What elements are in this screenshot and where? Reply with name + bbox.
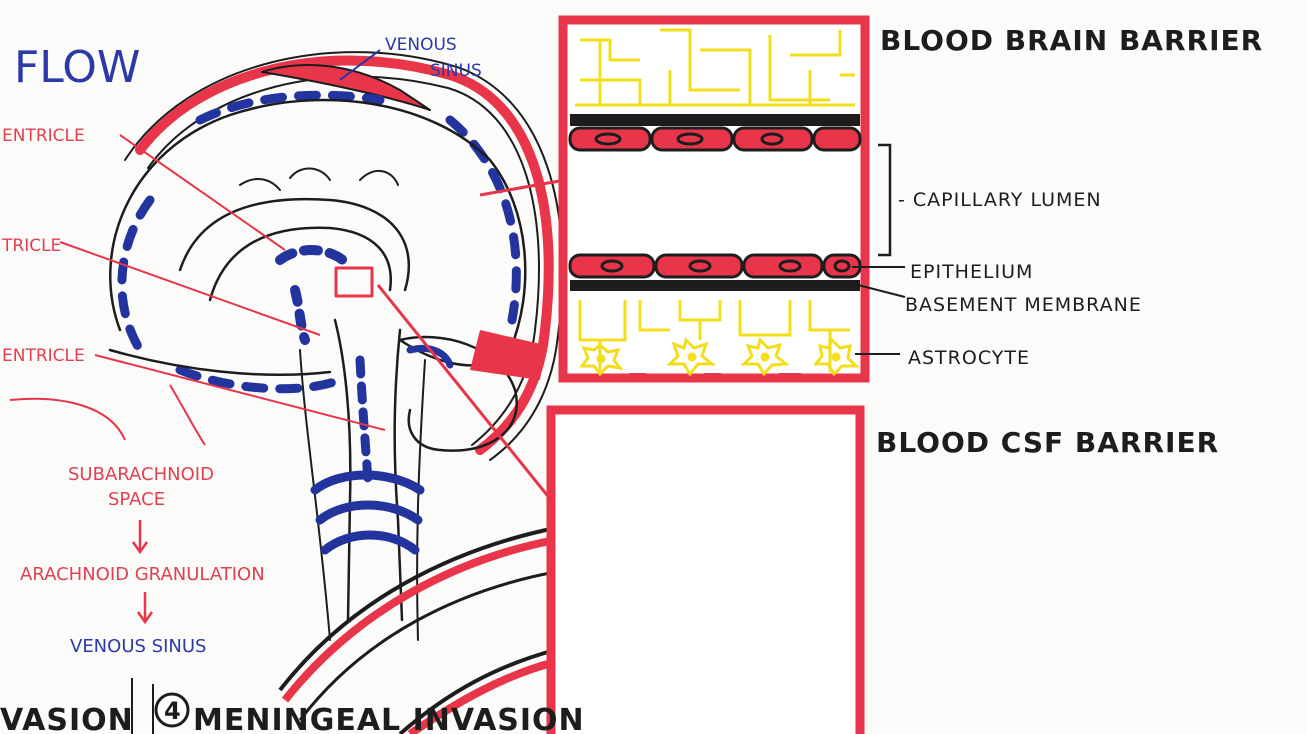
ventricle-label-3: ENTRICLE [2, 346, 85, 366]
step-number-badge: 4 [154, 692, 190, 728]
gyrus-3 [359, 170, 399, 186]
flow-title: FLOW [14, 42, 140, 93]
meningeal-invasion-heading: MENINGEAL INVASION [193, 703, 585, 734]
choroid-plexus-box [334, 266, 374, 298]
occipital-red-band [470, 330, 545, 380]
skull-outline-outer [124, 51, 564, 461]
bbb-label-pointers [852, 266, 906, 355]
brainstem-left [333, 318, 352, 622]
csf-flow-ventricle [275, 245, 350, 267]
csf-spinal-arc-3 [320, 530, 420, 555]
astrocyte-network-bottom [578, 300, 860, 377]
csf-flow-back [445, 115, 521, 325]
flow-arrow-1 [131, 520, 149, 555]
spinal-dura-left [299, 349, 331, 641]
capillary-lumen-label: - CAPILLARY LUMEN [898, 189, 1102, 211]
lateral-ventricle-outline [208, 226, 392, 302]
corpus-callosum [178, 197, 411, 292]
csf-spinal-arc-1 [310, 470, 425, 495]
gyrus-1 [239, 178, 281, 191]
cerebellum-outline [398, 335, 518, 452]
venous-sinus-label-line2: SINUS [430, 61, 482, 81]
csf-spinal-arc-2 [315, 500, 423, 525]
csf-flow-base [175, 365, 345, 394]
basement-membrane-top [570, 114, 860, 126]
basement-membrane-bottom [570, 280, 860, 291]
endothelial-cells-bottom [568, 253, 862, 279]
brain-sagittal-sketch [108, 51, 564, 641]
ventricle-label-1: ENTRICLE [2, 126, 85, 146]
blood-csf-barrier-panel [546, 405, 865, 734]
venous-sinus-top [261, 64, 431, 111]
subarachnoid-label-line1: SUBARACHNOID [68, 464, 214, 485]
bbb-title: BLOOD BRAIN BARRIER [880, 24, 1263, 57]
dura-red-band [135, 55, 554, 455]
previous-topic-label: VASION [0, 703, 134, 734]
csf-flow-top [195, 90, 385, 125]
arachnoid-granulation-label: ARACHNOID GRANULATION [20, 564, 265, 585]
capillary-lumen-bracket [878, 143, 892, 257]
basement-membrane-label: BASEMENT MEMBRANE [905, 294, 1142, 316]
spinal-dura-right [416, 359, 426, 641]
csf-fourth-ventricle [406, 344, 454, 369]
neck-vessel-curves [278, 526, 557, 734]
csf-flow-front [117, 195, 155, 355]
cerebrum-base [108, 348, 332, 376]
astrocyte-label: ASTROCYTE [908, 347, 1030, 369]
ventricle-label-2: TRICLE [1, 236, 61, 256]
blood-brain-barrier-panel [558, 15, 870, 383]
venous-sinus-label-line1: VENOUS [385, 35, 457, 55]
gyrus-2 [289, 167, 331, 181]
step-number: 4 [164, 697, 182, 725]
epithelium-label: EPITHELIUM [910, 261, 1033, 283]
venous-sinus-flow-label: VENOUS SINUS [70, 636, 206, 657]
flow-arrow-2 [136, 592, 154, 625]
brain-label-pointers [9, 49, 566, 506]
csf-flow-aqueduct [355, 355, 373, 485]
astrocyte-network-top [575, 28, 855, 107]
subarachnoid-label-line2: SPACE [108, 489, 165, 510]
csf-flow-third-ventricle [290, 285, 310, 345]
bcsf-title: BLOOD CSF BARRIER [876, 426, 1219, 459]
bottom-dividers [131, 678, 154, 734]
endothelial-cells-top [568, 126, 862, 152]
